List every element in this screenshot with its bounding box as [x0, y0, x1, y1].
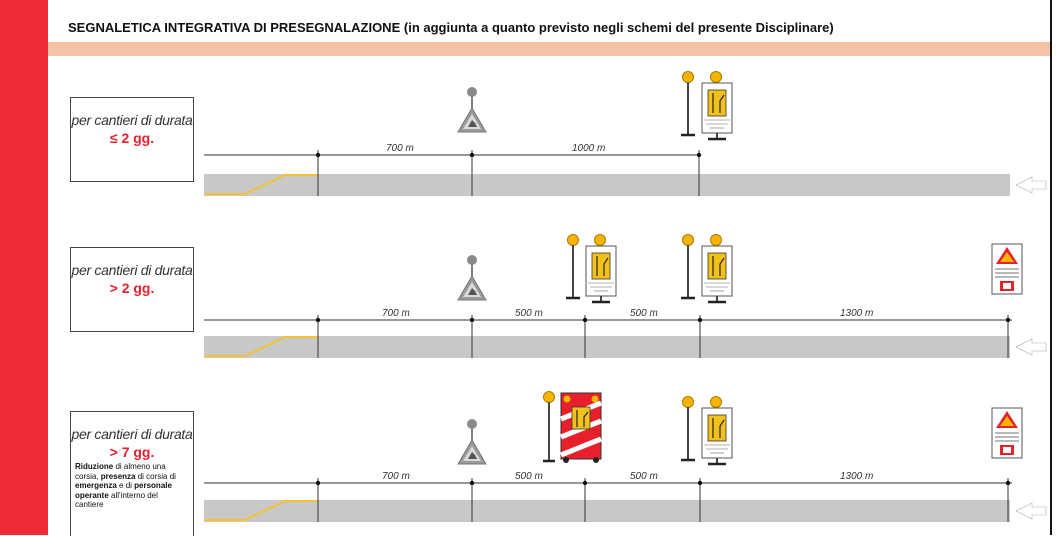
road [204, 336, 1010, 358]
row1-condition: ≤ 2 gg. [109, 130, 155, 146]
traffic-direction-arrow-icon [1015, 338, 1047, 356]
row3-diagram: 700 m 500 m 500 m 1300 m [204, 392, 1047, 522]
note-part: di almeno una corsia, [75, 462, 166, 481]
lane-closure-sign-icon [584, 233, 618, 304]
distance-label: 500 m [630, 471, 658, 482]
distance-label: 700 m [382, 471, 410, 482]
right-border-line [1050, 0, 1052, 535]
row2-label: per cantieri di durata [71, 262, 193, 278]
note-part: emergenza [75, 481, 117, 490]
row1-diagram: 700 m 1000 m [204, 70, 1047, 196]
road-works-sign-icon [457, 254, 487, 301]
traffic-direction-arrow-icon [1015, 502, 1047, 520]
row2-condition: > 2 gg. [109, 280, 155, 296]
lane-closure-sign-icon [700, 70, 734, 141]
note-part: e di [116, 481, 135, 490]
distance-label: 500 m [630, 308, 658, 319]
row1-label-box: per cantieri di durata ≤ 2 gg. [70, 97, 194, 182]
note-part: di corsia di [135, 471, 176, 481]
row2-diagram: 700 m 500 m 500 m 1300 m [204, 233, 1047, 358]
road [204, 174, 1010, 196]
page-title: SEGNALETICA INTEGRATIVA DI PRESEGNALAZIO… [68, 20, 834, 35]
road-works-sign-icon [457, 86, 487, 133]
lane-closure-line [205, 174, 318, 195]
row3-label-box: per cantieri di durata > 7 gg. Riduzione… [70, 411, 194, 536]
page-title-rest: (in aggiunta a quanto previsto negli sch… [403, 20, 834, 35]
distance-label: 700 m [382, 308, 410, 319]
distance-label: 500 m [515, 471, 543, 482]
row3-label: per cantieri di durata [71, 426, 193, 442]
note-part: presenza [100, 471, 136, 481]
note-part: Riduzione [75, 462, 114, 471]
row3-note: Riduzione di almeno una corsia, presenza… [75, 462, 185, 510]
arrow-board-vehicle-icon [543, 392, 601, 464]
road [204, 500, 1010, 522]
row3-condition: > 7 gg. [109, 444, 155, 460]
lane-closure-sign-icon [700, 395, 734, 466]
distance-label: 500 m [515, 308, 543, 319]
warning-lamp-icon [679, 233, 697, 300]
distance-label: 700 m [386, 143, 414, 154]
warning-lamp-icon [679, 395, 697, 462]
page-title-bold: SEGNALETICA INTEGRATIVA DI PRESEGNALAZIO… [68, 20, 401, 35]
queue-warning-sign-icon [991, 243, 1023, 295]
lane-closure-sign-icon [700, 233, 734, 304]
row1-label: per cantieri di durata [71, 112, 193, 128]
road-works-sign-icon [457, 418, 487, 465]
distance-label: 1300 m [840, 471, 873, 482]
note-part: personale operante [75, 481, 172, 500]
queue-warning-sign-icon [991, 407, 1023, 459]
lane-closure-line [205, 336, 318, 357]
warning-lamp-icon [679, 70, 697, 137]
distance-label: 1000 m [572, 143, 605, 154]
header-band [48, 42, 1050, 56]
row2-label-box: per cantieri di durata > 2 gg. [70, 247, 194, 332]
traffic-direction-arrow-icon [1015, 176, 1047, 194]
warning-lamp-icon [564, 233, 582, 300]
left-red-bar [0, 0, 48, 535]
lane-closure-line [205, 500, 318, 521]
note-part: all'interno del cantiere [75, 490, 158, 510]
distance-label: 1300 m [840, 308, 873, 319]
